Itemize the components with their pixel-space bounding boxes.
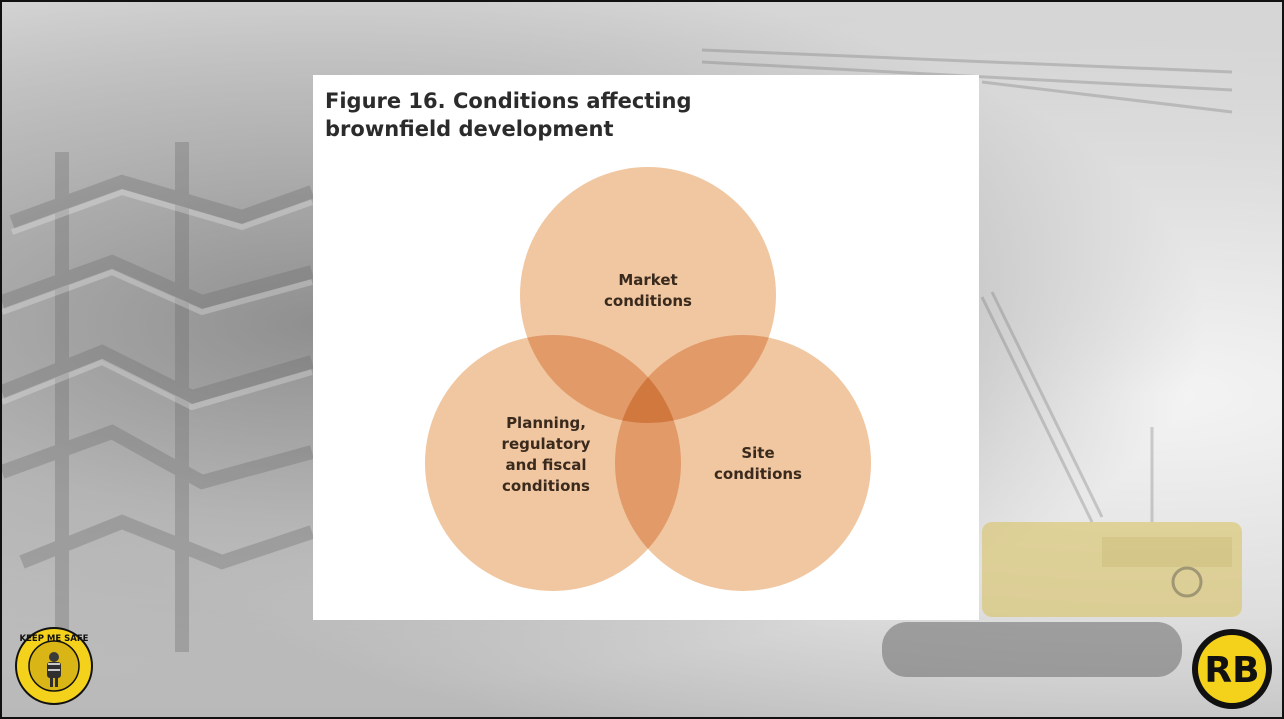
- venn-overlap-market-site: [615, 335, 776, 423]
- rb-logo: RB: [1192, 629, 1272, 709]
- venn-label-market: Market conditions: [568, 270, 728, 312]
- keep-me-safe-logo: KEEP ME SAFE: [15, 627, 93, 705]
- venn-label-site-line-2: conditions: [714, 465, 802, 483]
- venn-diagram: [425, 167, 871, 591]
- venn-label-planning: Planning, regulatory and fiscal conditio…: [471, 413, 621, 497]
- venn-label-site-line-1: Site: [741, 444, 775, 462]
- venn-label-market-line-1: Market: [618, 271, 678, 289]
- figure-title-line-2: brownfield development: [325, 117, 614, 141]
- venn-label-planning-line-2: regulatory: [501, 435, 591, 453]
- rb-monogram: RB: [1204, 650, 1259, 691]
- venn-label-planning-line-4: conditions: [502, 477, 590, 495]
- venn-label-planning-line-3: and fiscal: [505, 456, 587, 474]
- venn-label-market-line-2: conditions: [604, 292, 692, 310]
- venn-label-planning-line-1: Planning,: [506, 414, 586, 432]
- figure-card: Figure 16. Conditions affecting brownfie…: [313, 75, 979, 620]
- keep-me-safe-title: KEEP ME SAFE: [20, 634, 89, 644]
- venn-label-site: Site conditions: [683, 443, 833, 485]
- figure-title-line-1: Figure 16. Conditions affecting: [325, 89, 692, 113]
- figure-title: Figure 16. Conditions affecting brownfie…: [325, 87, 745, 143]
- venn-overlap-market-planning: [520, 335, 681, 423]
